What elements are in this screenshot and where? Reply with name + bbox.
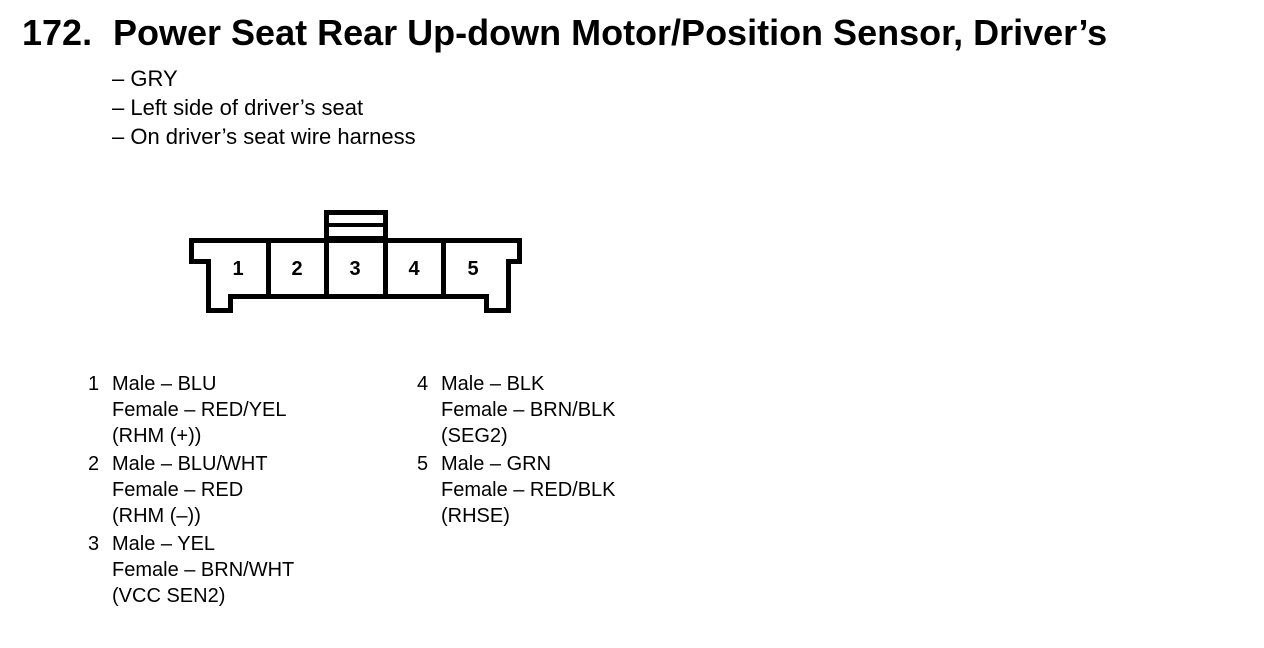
- pin-number: 4: [417, 373, 429, 395]
- pin-female-wire: Female – RED/BLK: [441, 479, 616, 501]
- pin-signal: (RHSE): [441, 505, 510, 527]
- pin-male-wire: Male – GRN: [441, 453, 552, 475]
- note-location: – Left side of driver’s seat: [112, 95, 364, 120]
- pin-number: 1: [88, 373, 100, 395]
- cavity-label: 3: [349, 258, 360, 280]
- cavity-label: 1: [232, 258, 243, 280]
- cavity-label: 4: [408, 258, 420, 280]
- cavity-label: 2: [291, 258, 302, 280]
- pin-signal: (RHM (+)): [112, 425, 202, 447]
- connector-lock-tab: [324, 210, 388, 241]
- pin-female-wire: Female – RED/YEL: [112, 399, 287, 421]
- pin-male-wire: Male – BLU: [112, 373, 217, 395]
- pin-entry: 4 Male – BLK Female – BRN/BLK (SEG2): [417, 371, 616, 449]
- page-title: 172. Power Seat Rear Up-down Motor/Positi…: [22, 12, 1107, 54]
- note-harness: – On driver’s seat wire harness: [112, 124, 416, 149]
- cavity-label: 5: [467, 258, 478, 280]
- title-text: Power Seat Rear Up-down Motor/Position S…: [113, 12, 1108, 53]
- pin-male-wire: Male – BLU/WHT: [112, 453, 268, 475]
- title-number: 172.: [22, 12, 93, 53]
- pin-signal: (SEG2): [441, 425, 508, 447]
- connector-notes: – GRY – Left side of driver’s seat – On …: [112, 64, 416, 151]
- pin-entry: 1 Male – BLU Female – RED/YEL (RHM (+)): [88, 371, 294, 449]
- pin-signal: (VCC SEN2): [112, 585, 226, 607]
- pin-entry: 3 Male – YEL Female – BRN/WHT (VCC SEN2): [88, 531, 294, 609]
- pin-entry: 2 Male – BLU/WHT Female – RED (RHM (–)): [88, 451, 294, 529]
- note-color: – GRY: [112, 66, 178, 91]
- pin-male-wire: Male – YEL: [112, 533, 216, 555]
- pin-signal: (RHM (–)): [112, 505, 201, 527]
- pin-list-left: 1 Male – BLU Female – RED/YEL (RHM (+)) …: [88, 371, 294, 611]
- pin-female-wire: Female – RED: [112, 479, 244, 501]
- pin-male-wire: Male – BLK: [441, 373, 545, 395]
- pin-entry: 5 Male – GRN Female – RED/BLK (RHSE): [417, 451, 616, 529]
- pin-number: 5: [417, 453, 429, 475]
- pin-number: 3: [88, 533, 100, 555]
- pin-female-wire: Female – BRN/WHT: [112, 559, 295, 581]
- pin-list-right: 4 Male – BLK Female – BRN/BLK (SEG2) 5 M…: [417, 371, 616, 531]
- connector-housing: [189, 238, 522, 313]
- pin-female-wire: Female – BRN/BLK: [441, 399, 616, 421]
- pin-number: 2: [88, 453, 100, 475]
